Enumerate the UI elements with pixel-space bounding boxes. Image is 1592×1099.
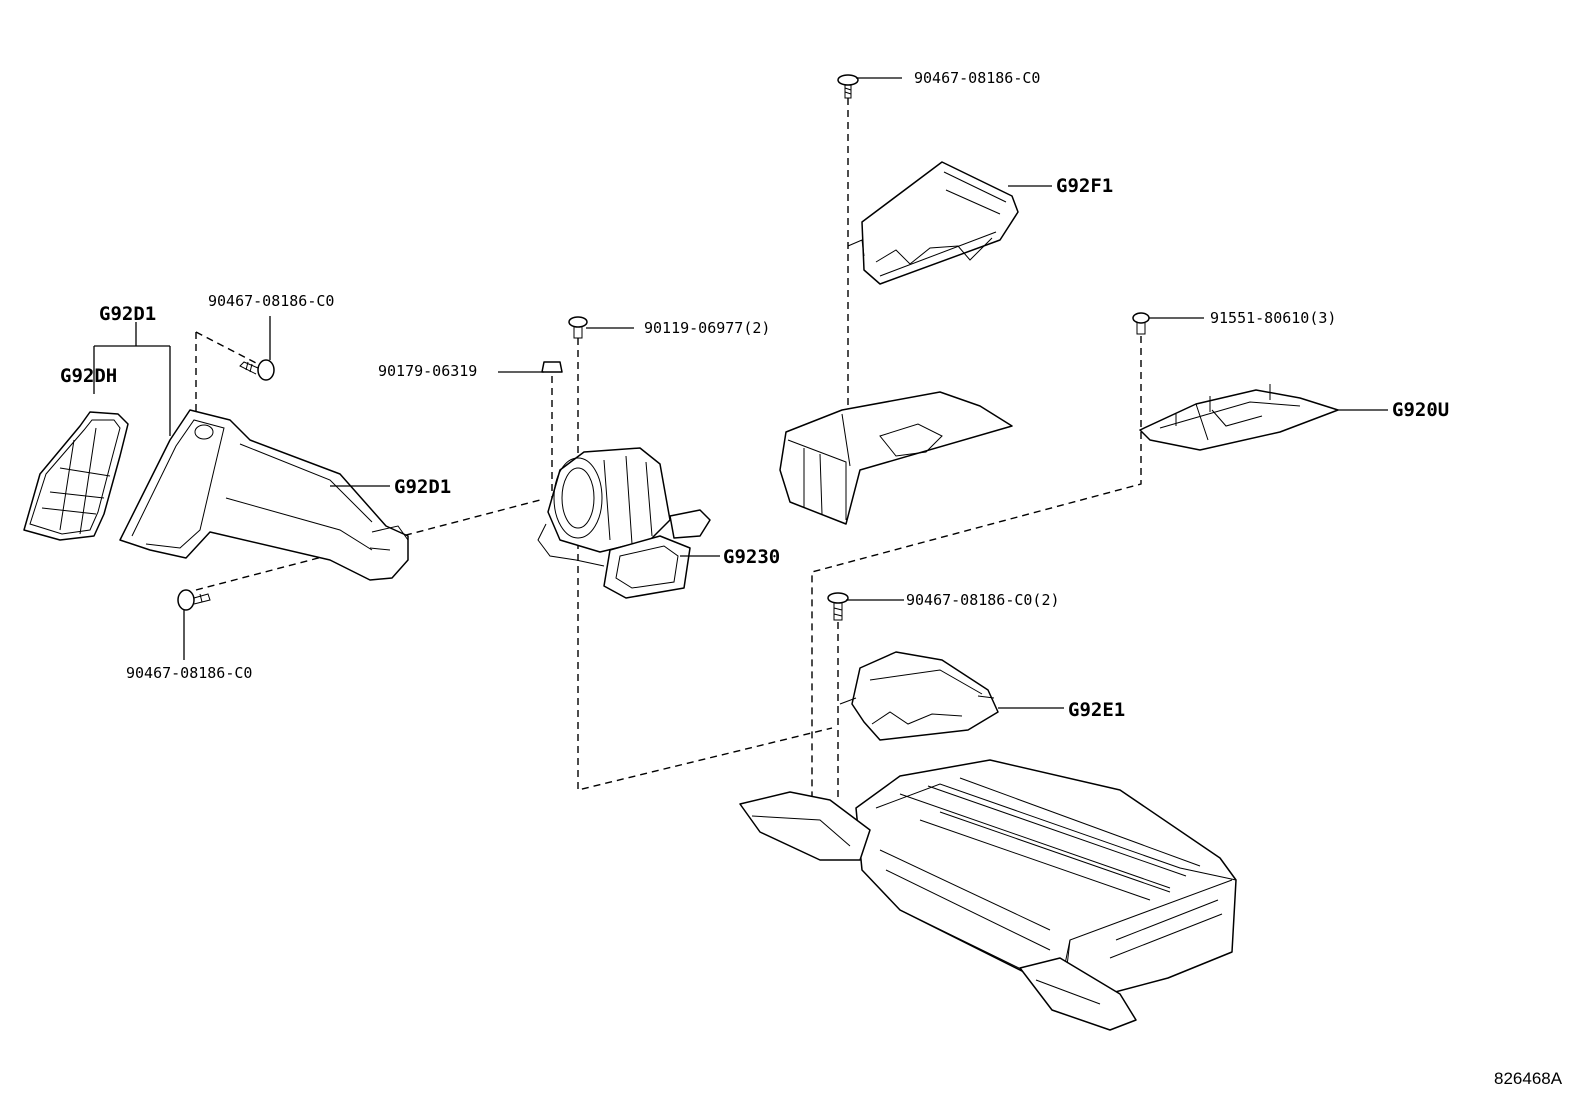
nut-90179-icon	[541, 361, 563, 373]
callout-g92d1-mid: G92D1	[394, 476, 451, 498]
figure-reference-number: 826468A	[1494, 1069, 1563, 1088]
g92e1-duct-part	[839, 651, 999, 741]
callout-screw-left-top: 90467-08186-C0	[208, 292, 334, 310]
screw-left-bottom-icon	[177, 589, 211, 611]
center-bracket-part	[779, 391, 1013, 525]
callout-g92f1: G92F1	[1056, 175, 1113, 197]
callout-screw-top: 90467-08186-C0	[914, 69, 1040, 87]
callout-g92d1-top: G92D1	[99, 303, 156, 325]
callout-nut-90179: 90179-06319	[378, 362, 477, 380]
screw-left-top-icon	[239, 359, 275, 381]
callout-g920u: G920U	[1392, 399, 1449, 421]
screw-mid-icon	[827, 592, 849, 621]
fasteners	[177, 74, 1150, 621]
callout-nut-91551: 91551-80610(3)	[1210, 309, 1336, 327]
callout-screw-mid: 90467-08186-C0(2)	[906, 591, 1060, 609]
callout-g92e1: G92E1	[1068, 699, 1125, 721]
nut-91551-icon	[1132, 312, 1150, 335]
g9230-blower-part	[537, 447, 711, 599]
callout-bolt-90119: 90119-06977(2)	[644, 319, 770, 337]
g92dh-seal-part	[23, 411, 129, 541]
g920u-plate-part	[1139, 384, 1339, 451]
g92d1-duct-part	[119, 409, 409, 581]
battery-assembly-part	[739, 759, 1237, 1031]
bolt-90119-icon	[568, 316, 588, 339]
screw-top-icon	[837, 74, 859, 99]
callout-labels: 90467-08186-C0 G92F1 G92D1 G92DH 90467-0…	[60, 69, 1563, 1088]
g92f1-duct-part	[847, 161, 1019, 285]
callout-screw-left-bottom: 90467-08186-C0	[126, 664, 252, 682]
callout-g92dh: G92DH	[60, 365, 117, 387]
leader-lines	[93, 77, 1388, 709]
callout-g9230: G9230	[723, 546, 780, 568]
